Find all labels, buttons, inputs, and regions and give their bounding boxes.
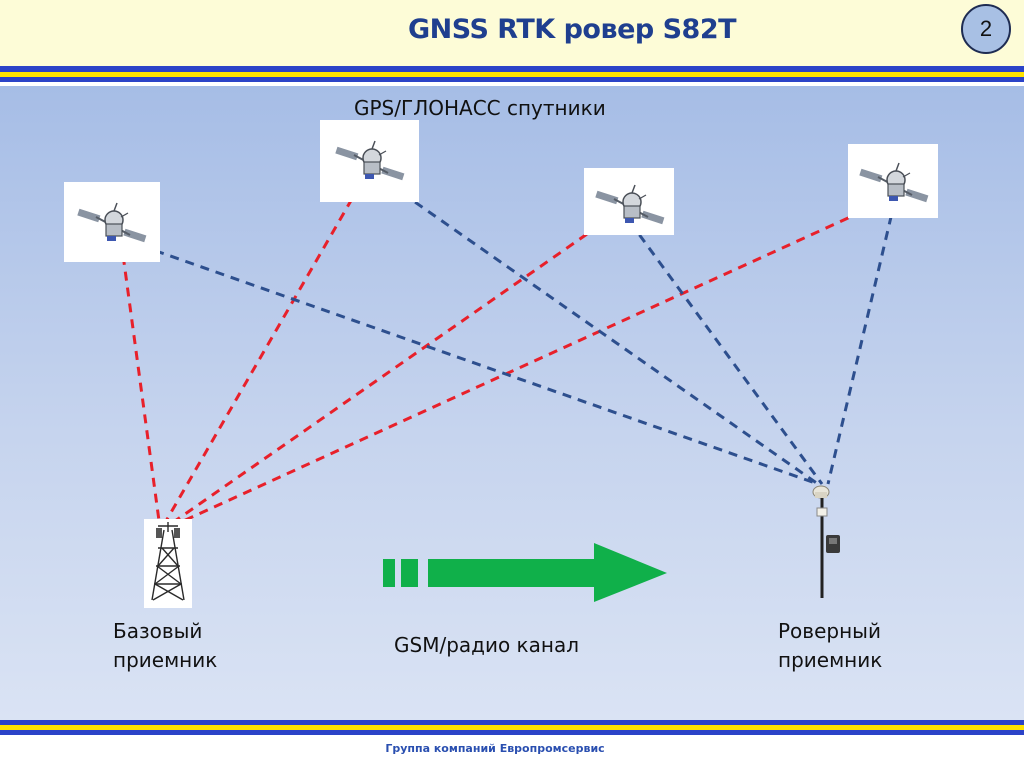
- channel-label: GSM/радио канал: [394, 633, 580, 657]
- rover-link-sat-3: [628, 221, 824, 485]
- top-stripe-blue-lower: [0, 77, 1024, 82]
- base-receiver-label-line2: приемник: [113, 648, 218, 672]
- top-stripe-yellow: [0, 72, 1024, 77]
- satellite-icon: [320, 120, 419, 202]
- top-stripe-blue: [0, 66, 1024, 72]
- page-title: GNSS RTK ровер S82T: [407, 14, 737, 45]
- bottom-stripe-yellow: [0, 725, 1024, 730]
- footer-bar: [0, 738, 1024, 768]
- base-tower-icon: [144, 519, 192, 608]
- base-link-sat-3: [164, 223, 601, 530]
- radio-link-arrow-icon: [383, 543, 667, 602]
- header-bar: [0, 0, 1024, 66]
- rover-link-sat-4: [826, 199, 897, 485]
- base-receiver-label-line1: Базовый: [113, 619, 203, 643]
- rover-receiver-label-line2: приемник: [778, 648, 883, 672]
- rover-link-sat-2: [401, 191, 819, 486]
- satellite-icon: [848, 144, 938, 218]
- base-link-sat-2: [160, 184, 362, 529]
- base-link-sat-4: [167, 196, 893, 530]
- satellite-icon: [64, 182, 160, 262]
- bottom-stripe-gap: [0, 735, 1024, 738]
- rover-receiver-label-line1: Роверный: [778, 619, 881, 643]
- top-stripe-gap: [0, 82, 1024, 86]
- rover-link-sat-1: [124, 238, 819, 486]
- base-link-sat-1: [119, 239, 162, 529]
- satellite-icon: [584, 168, 674, 235]
- footer-company-name: Группа компаний Европромсервис: [385, 742, 605, 755]
- satellites-label: GPS/ГЛОНАСС спутники: [354, 96, 606, 120]
- bottom-stripe-blue-lower: [0, 730, 1024, 735]
- rover-receiver-icon: [812, 485, 840, 598]
- page-number-badge: 2: [961, 4, 1011, 54]
- bottom-stripe-blue: [0, 720, 1024, 725]
